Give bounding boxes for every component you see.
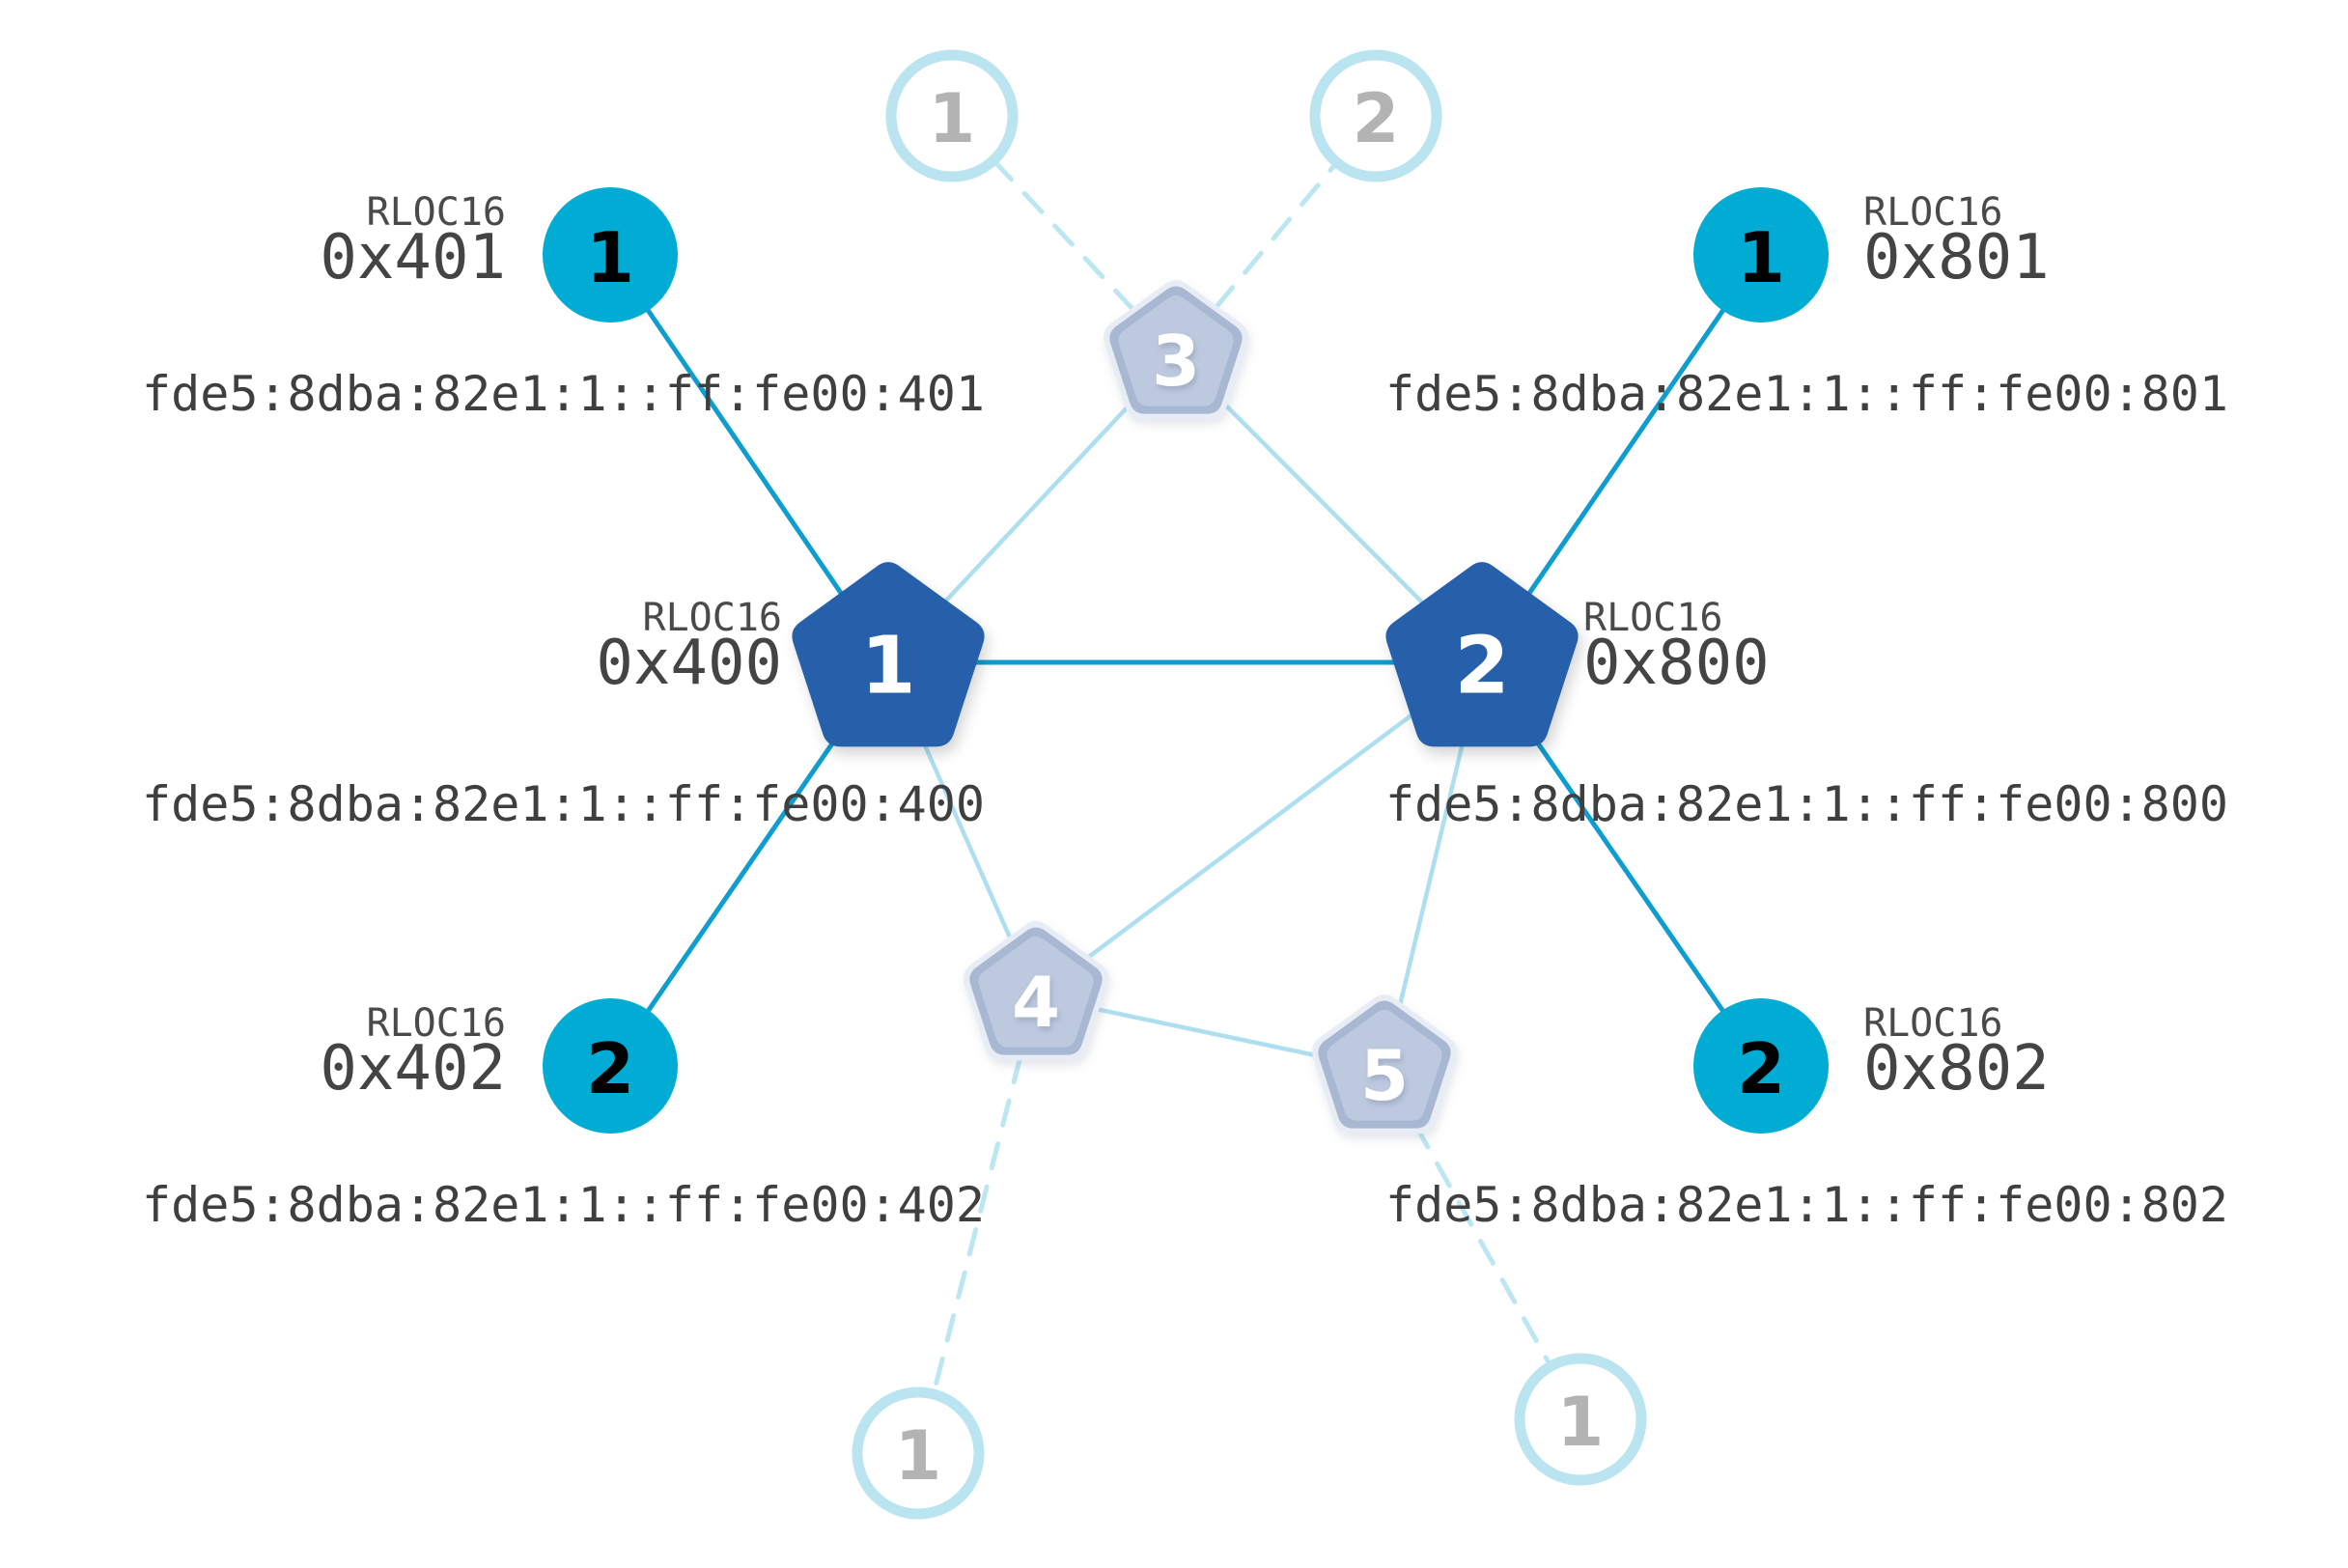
rloc16-value-lbl800: 0x800 bbox=[1583, 628, 1770, 699]
child-node-c401[interactable]: 1 bbox=[543, 187, 678, 322]
ghost-circle-shape bbox=[885, 49, 1019, 182]
ghost-node-g4[interactable]: 1 bbox=[1514, 1353, 1647, 1486]
ipv6-address-lbl400: fde5:8dba:82e1:1::ff:fe00:400 bbox=[142, 776, 985, 832]
leader-pentagon-shape bbox=[1385, 562, 1579, 747]
rloc16-value-lbl401: 0x401 bbox=[320, 222, 506, 294]
router-node-r5[interactable]: 5 bbox=[1312, 994, 1457, 1134]
rloc16-value-lbl402: 0x402 bbox=[320, 1033, 506, 1105]
router-number-r5: 5 bbox=[1360, 1035, 1409, 1116]
ghost-node-g3[interactable]: 1 bbox=[852, 1386, 985, 1520]
edge-r800-r4 bbox=[1084, 710, 1418, 961]
child-node-c402[interactable]: 2 bbox=[543, 998, 678, 1134]
edge-r400-c401 bbox=[644, 306, 844, 597]
leader-pentagon-shape bbox=[792, 562, 985, 747]
router-pentagon-shape bbox=[1327, 1009, 1442, 1121]
router-pentagon-shape bbox=[978, 936, 1094, 1048]
ghost-node-g1[interactable]: 1 bbox=[885, 49, 1019, 182]
edge-r400-r4 bbox=[919, 736, 1013, 941]
ipv6-address-lbl801: fde5:8dba:82e1:1::ff:fe00:801 bbox=[1385, 366, 2228, 422]
edge-r800-c801 bbox=[1526, 305, 1727, 597]
ipv6-address-lbl800: fde5:8dba:82e1:1::ff:fe00:800 bbox=[1385, 776, 2228, 832]
rloc16-label-lbl800: RLOC16 bbox=[1583, 596, 1723, 640]
ghost-number-g2: 2 bbox=[1353, 79, 1400, 158]
rloc16-value-lbl802: 0x802 bbox=[1863, 1033, 2050, 1105]
ipv6-address-lbl802: fde5:8dba:82e1:1::ff:fe00:802 bbox=[1385, 1177, 2228, 1233]
ghost-number-g3: 1 bbox=[895, 1416, 942, 1496]
ghost-number-g4: 1 bbox=[1557, 1383, 1605, 1462]
node-layer: 1 2 3 4 5 1 2 1 2 1 2 1 1 bbox=[543, 49, 1829, 1520]
ghost-circle-shape bbox=[1309, 49, 1442, 182]
edge-r400-c402 bbox=[644, 728, 844, 1016]
ipv6-address-lbl402: fde5:8dba:82e1:1::ff:fe00:402 bbox=[142, 1177, 985, 1233]
rloc16-label-lbl801: RLOC16 bbox=[1863, 190, 2003, 235]
child-number-c402: 2 bbox=[586, 1028, 634, 1109]
child-circle-shape bbox=[1693, 998, 1829, 1134]
edge-r4-g3 bbox=[931, 1055, 1023, 1395]
router-node-r4[interactable]: 4 bbox=[964, 921, 1108, 1061]
router-pentagon-shape bbox=[1118, 294, 1234, 406]
rloc16-label-lbl400: RLOC16 bbox=[642, 596, 783, 640]
ghost-number-g1: 1 bbox=[929, 79, 976, 158]
edge-r4-r5 bbox=[1095, 1007, 1326, 1059]
edge-r400-r3 bbox=[942, 399, 1135, 604]
edge-layer bbox=[644, 159, 1727, 1395]
router-number-r400: 1 bbox=[860, 621, 915, 713]
router-node-r800[interactable]: 2 bbox=[1385, 562, 1579, 747]
edge-r3-g1 bbox=[992, 159, 1135, 312]
edge-r800-r5 bbox=[1397, 741, 1466, 1011]
ghost-circle-shape bbox=[852, 1386, 985, 1520]
rloc16-label-lbl402: RLOC16 bbox=[366, 1001, 507, 1046]
child-node-c802[interactable]: 2 bbox=[1693, 998, 1829, 1134]
router-node-r3[interactable]: 3 bbox=[1104, 280, 1248, 420]
child-number-c802: 2 bbox=[1737, 1028, 1785, 1109]
child-circle-shape bbox=[1693, 187, 1829, 322]
rloc16-label-lbl401: RLOC16 bbox=[366, 190, 507, 235]
child-circle-shape bbox=[543, 187, 678, 322]
edge-r3-g2 bbox=[1214, 161, 1338, 310]
rloc16-label-lbl802: RLOC16 bbox=[1863, 1001, 2003, 1046]
rloc16-value-lbl801: 0x801 bbox=[1863, 222, 2050, 294]
router-node-r400[interactable]: 1 bbox=[792, 562, 985, 747]
edge-r5-g4 bbox=[1412, 1122, 1552, 1367]
router-number-r3: 3 bbox=[1152, 321, 1200, 402]
router-number-r4: 4 bbox=[1012, 962, 1060, 1043]
router-number-r800: 2 bbox=[1454, 621, 1509, 713]
ghost-node-g2[interactable]: 2 bbox=[1309, 49, 1442, 182]
child-number-c401: 1 bbox=[586, 217, 634, 298]
edge-r800-c802 bbox=[1526, 728, 1727, 1016]
child-circle-shape bbox=[543, 998, 678, 1134]
child-number-c801: 1 bbox=[1737, 217, 1785, 298]
ghost-circle-shape bbox=[1514, 1353, 1647, 1486]
edge-r800-r3 bbox=[1218, 398, 1426, 606]
child-node-c801[interactable]: 1 bbox=[1693, 187, 1829, 322]
rloc16-value-lbl400: 0x400 bbox=[596, 628, 782, 699]
ipv6-address-lbl401: fde5:8dba:82e1:1::ff:fe00:401 bbox=[142, 366, 985, 422]
